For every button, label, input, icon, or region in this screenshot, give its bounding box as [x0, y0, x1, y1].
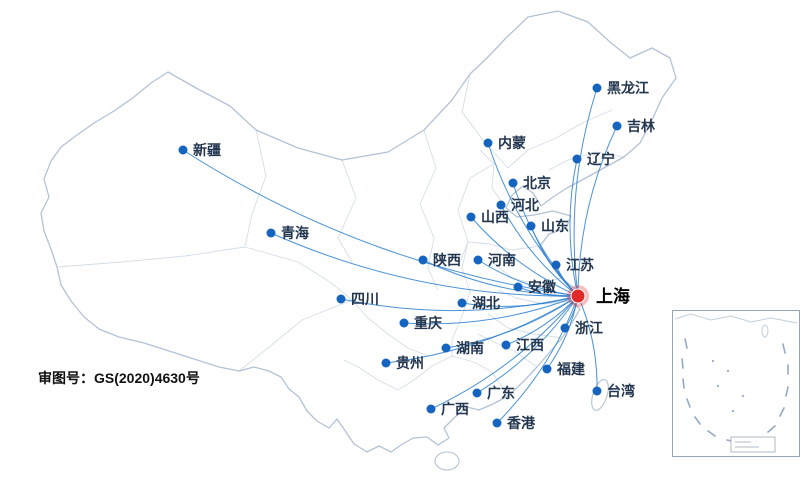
- inset-coastline: [674, 313, 798, 324]
- province-dot: [560, 323, 570, 333]
- connection-line: [476, 295, 579, 394]
- province-dot: [466, 212, 476, 222]
- connection-line: [569, 158, 579, 297]
- province-dot: [492, 418, 502, 428]
- province-label: 新疆: [193, 142, 221, 158]
- province-dot: [178, 145, 188, 155]
- connection-line: [270, 232, 579, 297]
- province-label: 内蒙: [498, 135, 526, 151]
- province-label: 广东: [487, 385, 515, 401]
- province-dot: [473, 255, 483, 265]
- province-label: 河北: [511, 197, 539, 213]
- province-dot: [381, 358, 391, 368]
- connection-line: [577, 295, 598, 392]
- connection-lines: [182, 87, 618, 424]
- connection-line: [477, 259, 579, 297]
- china-map-outline: [40, 10, 677, 471]
- province-dot: [612, 121, 622, 131]
- province-dot: [457, 298, 467, 308]
- hub-dot: [570, 288, 586, 304]
- province-label: 河南: [488, 252, 516, 268]
- province-dot: [513, 282, 523, 292]
- province-label: 青海: [281, 225, 309, 241]
- province-label: 北京: [523, 175, 551, 191]
- connection-line: [385, 295, 579, 364]
- province-label: 陕西: [433, 252, 461, 268]
- connection-line: [496, 295, 579, 424]
- province-label: 吉林: [627, 118, 655, 134]
- province-label: 重庆: [414, 315, 442, 331]
- province-label: 江西: [516, 337, 544, 353]
- province-dot: [551, 260, 561, 270]
- south-china-sea-inset: [672, 310, 800, 457]
- connection-line: [430, 295, 579, 410]
- province-label: 安徽: [528, 279, 557, 295]
- province-dot: [336, 294, 346, 304]
- inset-taiwan: [761, 324, 769, 338]
- connection-line: [340, 295, 579, 312]
- connection-line: [573, 87, 598, 297]
- province-label: 台湾: [607, 383, 635, 399]
- connection-line: [461, 295, 579, 307]
- province-label: 湖北: [472, 295, 500, 311]
- province-dot: [508, 178, 518, 188]
- province-label: 山西: [481, 209, 509, 225]
- inset-island: [726, 369, 730, 373]
- connection-line: [422, 259, 579, 297]
- province-label: 黑龙江: [607, 80, 649, 96]
- province-label: 浙江: [575, 320, 603, 336]
- national-border: [40, 10, 677, 453]
- inset-canvas: [674, 313, 798, 453]
- province-dot: [542, 364, 552, 374]
- province-dot: [483, 138, 493, 148]
- connection-line: [470, 216, 579, 297]
- province-dot: [399, 318, 409, 328]
- province-dot: [496, 200, 506, 210]
- province-dot: [472, 388, 482, 398]
- province-dot: [418, 255, 428, 265]
- province-label: 四川: [351, 291, 379, 307]
- province-borders: [56, 73, 625, 397]
- province-label: 贵州: [396, 355, 424, 371]
- province-dot: [266, 228, 276, 238]
- province-label: 辽宁: [587, 151, 615, 167]
- province-dot: [441, 343, 451, 353]
- connection-line: [577, 125, 618, 297]
- province-label: 湖南: [456, 340, 484, 356]
- province-dot: [426, 404, 436, 414]
- inset-dash-line: [681, 338, 789, 443]
- connection-line: [182, 149, 579, 297]
- province-dot: [592, 386, 602, 396]
- province-label: 广西: [441, 401, 469, 417]
- connection-line: [512, 182, 579, 297]
- inset-scale-lines: [735, 441, 759, 448]
- hainan-island: [434, 451, 460, 471]
- inset-island: [716, 384, 720, 388]
- province-label: 江苏: [566, 257, 594, 273]
- inset-scale-box: [730, 436, 776, 453]
- inset-island: [711, 359, 715, 363]
- hub-marker: 上海: [567, 285, 630, 307]
- province-label: 福建: [556, 361, 585, 377]
- province-label: 香港: [506, 415, 536, 431]
- inset-island: [741, 394, 745, 398]
- inset-island: [731, 409, 735, 413]
- connection-line: [403, 295, 579, 325]
- province-dot: [592, 83, 602, 93]
- hub-label: 上海: [596, 286, 630, 306]
- province-dot: [501, 340, 511, 350]
- connection-line: [505, 295, 579, 346]
- connection-line: [500, 204, 579, 297]
- province-dot: [526, 221, 536, 231]
- province-label: 山东: [541, 218, 569, 234]
- map-approval-number: 审图号：GS(2020)4630号: [38, 370, 200, 386]
- province-dot: [572, 154, 582, 164]
